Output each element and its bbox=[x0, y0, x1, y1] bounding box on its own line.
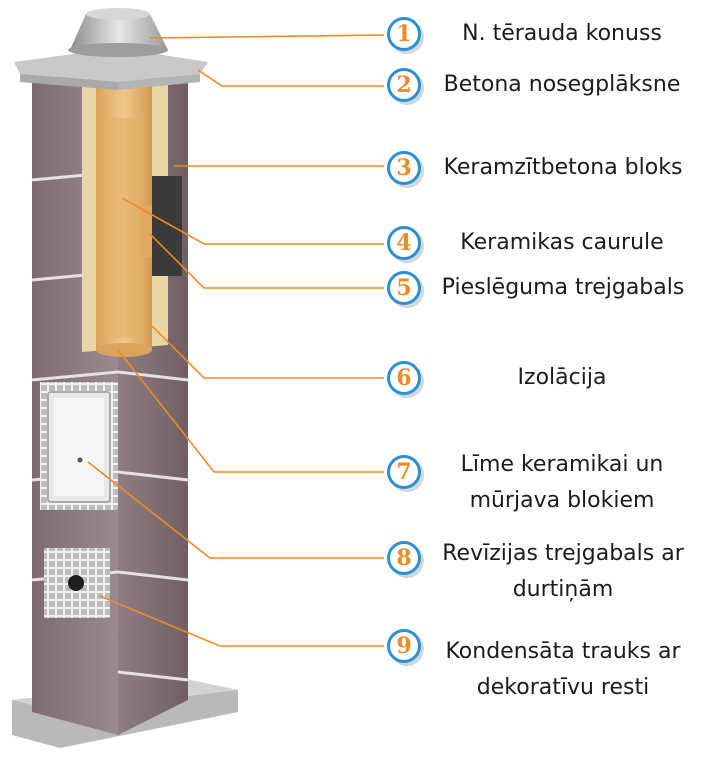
number-badge-2: 2 bbox=[387, 68, 421, 102]
label-block: Keramzītbetona bloks bbox=[443, 155, 683, 180]
steel-cone bbox=[68, 8, 168, 57]
label-revision-line-2: durtiņām bbox=[512, 577, 614, 602]
leader-line-1 bbox=[149, 34, 385, 39]
label-condensate-line-2: dekoratīvu resti bbox=[476, 675, 650, 700]
callout-4: 4 bbox=[384, 226, 430, 266]
callout-5: 5 bbox=[384, 271, 430, 311]
number-badge-8: 8 bbox=[387, 541, 421, 575]
number-badge-9: 9 bbox=[387, 629, 421, 663]
leader-lines bbox=[87, 34, 385, 647]
concrete-cover-slab bbox=[14, 48, 208, 90]
callout-3: 3 bbox=[384, 151, 430, 191]
leader-line-9 bbox=[99, 595, 384, 647]
number-badge-7: 7 bbox=[387, 455, 421, 489]
callout-8: 8 bbox=[384, 541, 430, 581]
number-badge-3: 3 bbox=[387, 151, 421, 185]
leader-line-7 bbox=[117, 349, 384, 473]
number-badge-6: 6 bbox=[387, 361, 421, 395]
label-adhesive-line-2: mūrjava blokiem bbox=[469, 488, 655, 513]
number-badge-4: 4 bbox=[387, 226, 421, 260]
cutaway-section bbox=[82, 78, 182, 357]
label-revision-line-1: Revīzijas trejgabals ar bbox=[442, 541, 684, 566]
leader-line-5 bbox=[149, 233, 384, 289]
label-condensate-line-1: Kondensāta trauks ar bbox=[445, 639, 681, 664]
label-connection-tee: Pieslēguma trejgabals bbox=[441, 275, 685, 300]
condensate-grate bbox=[44, 548, 110, 618]
callout-2: 2 bbox=[384, 68, 430, 108]
leader-line-6 bbox=[151, 325, 384, 379]
label-insulation: Izolācija bbox=[517, 365, 607, 390]
number-badge-1: 1 bbox=[387, 17, 421, 51]
label-adhesive-line-1: Līme keramikai un bbox=[460, 452, 664, 477]
leader-line-8 bbox=[87, 461, 384, 559]
label-steel-cone: N. tērauda konuss bbox=[462, 21, 662, 46]
label-ceramic-pipe: Keramikas caurule bbox=[460, 230, 664, 255]
callout-6: 6 bbox=[384, 361, 430, 401]
callout-1: 1 bbox=[384, 17, 430, 57]
revision-door bbox=[40, 382, 118, 510]
callout-9: 9 bbox=[384, 629, 430, 669]
callout-7: 7 bbox=[384, 455, 430, 495]
label-cover-slab: Betona nosegplāksne bbox=[443, 72, 681, 97]
leader-line-4 bbox=[121, 197, 384, 245]
number-badge-5: 5 bbox=[387, 271, 421, 305]
leader-line-2 bbox=[197, 69, 384, 87]
